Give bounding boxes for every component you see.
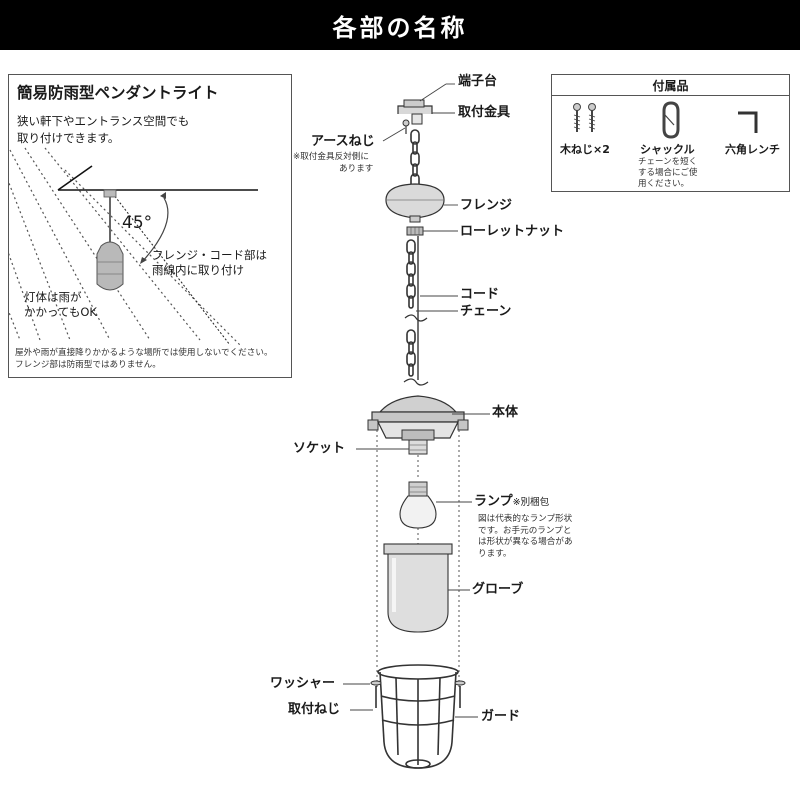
flange-canopy (385, 183, 445, 219)
footnote-line-2: フレンジ部は防雨型ではありません。 (15, 360, 161, 370)
description-line-1: 狭い軒下やエントランス空間でも (17, 114, 190, 128)
rainproof-info-panel: 簡易防雨型ペンダントライト 狭い軒下やエントランス空間でも 取り付けできます。 … (8, 74, 292, 378)
lamp-note-line-1: 図は代表的なランプ形状 (478, 514, 573, 524)
lamp-note-line-4: ります。 (478, 548, 512, 559)
flange-note-line-2: 雨線内に取り付け (152, 263, 244, 277)
earth-screw (402, 119, 410, 134)
accessories-panel: 付属品 木ねじ×2 シャックル 六角レンチ チェーンを短く する場合にご使 用く… (551, 74, 790, 192)
body-note-line-2: かかってもOK (24, 305, 97, 319)
label-knurled-nut: ローレットナット (460, 224, 565, 239)
label-flange: フレンジ (460, 198, 513, 213)
panel-description: 狭い軒下やエントランス空間でも 取り付けできます。 (17, 113, 189, 147)
eave-edge (57, 165, 93, 191)
accessories-icons (573, 101, 758, 139)
earth-screw-note: ※取付金具反対側に あります (293, 152, 373, 175)
earth-screw-note-line-2: あります (339, 163, 374, 174)
lamp-note-line-2: です。お手元のランプと (478, 525, 572, 536)
label-body: 本体 (492, 405, 519, 420)
panel-title: 簡易防雨型ペンダントライト (17, 84, 219, 102)
socket (408, 439, 428, 455)
lamp-bulb (399, 481, 437, 529)
wire-guard (377, 664, 459, 769)
lamp-separate-note: ※別梱包 (512, 497, 550, 508)
lower-chain (406, 239, 416, 377)
lamp-note-line-3: は形状が異なる場合があ (478, 537, 573, 547)
wood-screw-label: 木ねじ×2 (560, 143, 610, 156)
label-mounting-screw: 取付ねじ (288, 702, 341, 717)
hex-wrench-label: 六角レンチ (725, 143, 780, 156)
label-guard: ガード (481, 709, 521, 724)
leader-lines (343, 83, 490, 718)
shackle-label: シャックル (640, 143, 695, 156)
shackle-note: チェーンを短く する場合にご使 用ください。 (638, 157, 697, 190)
label-globe: グローブ (472, 582, 524, 597)
page-title: 各部の名称 (0, 0, 800, 50)
angle-label: 45° (122, 213, 153, 233)
shackle-note-line-1: チェーンを短く (638, 157, 698, 167)
accessories-header: 付属品 (552, 75, 789, 96)
lamp-note: 図は代表的なランプ形状 です。お手元のランプと は形状が異なる場合があ ります。 (478, 514, 573, 560)
label-cord: コード (460, 287, 500, 302)
rain-boundary-line (109, 189, 231, 346)
label-socket: ソケット (293, 441, 346, 456)
wood-screw-icon (573, 103, 596, 132)
shackle-icon (662, 101, 680, 139)
label-earth-screw: アースねじ (311, 134, 375, 149)
flange-neck (409, 215, 421, 223)
lamp-body (367, 395, 469, 441)
shackle-note-line-3: 用ください。 (638, 179, 690, 189)
label-washer: ワッシャー (270, 676, 336, 691)
label-mounting-bracket: 取付金具 (458, 105, 511, 120)
chain-break-mark-2 (403, 378, 429, 386)
flange-note: フレンジ・コード部は 雨線内に取り付け (152, 248, 267, 278)
flange-note-line-1: フレンジ・コード部は (152, 248, 267, 262)
chain-break-mark (404, 314, 428, 322)
body-note: 灯体は雨が かかってもOK (24, 290, 97, 320)
earth-screw-note-line-1: ※取付金具反対側に (293, 152, 369, 162)
angle-arc (141, 197, 169, 263)
mounting-screws (370, 680, 466, 708)
assembly-guides (376, 430, 460, 690)
lamp-name: ランプ (474, 494, 513, 509)
body-note-line-1: 灯体は雨が (24, 290, 82, 304)
mounting-bracket (397, 99, 433, 125)
label-terminal-block: 端子台 (458, 74, 498, 89)
footnote-line-1: 屋外や雨が直接降りかかるような場所では使用しないでください。 (15, 348, 273, 358)
shackle-note-line-2: する場合にご使 (638, 168, 698, 178)
panel-footnote: 屋外や雨が直接降りかかるような場所では使用しないでください。 フレンジ部は防雨型… (15, 347, 273, 371)
description-line-2: 取り付けできます。 (17, 131, 120, 145)
label-lamp: ランプ※別梱包 (474, 494, 549, 511)
mini-pendant (96, 241, 124, 291)
glass-globe (383, 543, 453, 633)
hex-wrench-icon (738, 111, 758, 133)
upper-chain (410, 129, 420, 189)
label-chain: チェーン (460, 304, 512, 319)
